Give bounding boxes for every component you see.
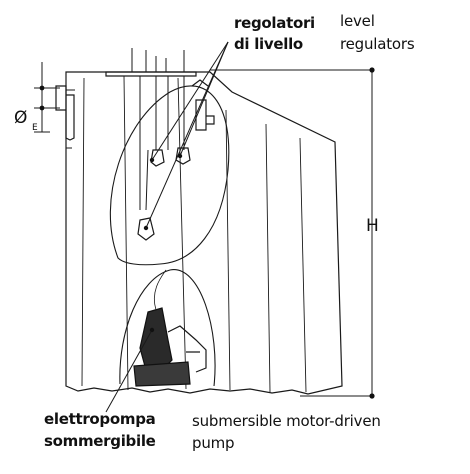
leader-dot-regulators-3 bbox=[143, 225, 149, 231]
leader-dot-regulators-2 bbox=[177, 153, 183, 159]
tank-lid bbox=[105, 71, 197, 77]
pump-view-window bbox=[119, 269, 216, 387]
float-rods bbox=[131, 48, 185, 211]
label-pump-en-1: submersible motor-driven bbox=[192, 412, 381, 430]
diameter-subscript: E bbox=[32, 123, 38, 133]
tank-ribs bbox=[66, 75, 307, 393]
leader-dot-regulators-1 bbox=[149, 157, 155, 163]
height-dimension-line bbox=[210, 69, 373, 397]
height-dot-top bbox=[369, 67, 375, 73]
label-regulators-it-2: di livello bbox=[234, 35, 303, 53]
height-label: H bbox=[366, 216, 379, 236]
leader-pump bbox=[105, 329, 153, 413]
pump-base bbox=[133, 361, 191, 387]
label-pump-it-1: elettropompa bbox=[44, 410, 156, 428]
regulators-view-window bbox=[109, 85, 230, 266]
label-regulators-en-1: level bbox=[340, 12, 375, 30]
discharge-pipe bbox=[191, 79, 215, 131]
pump-discharge bbox=[167, 325, 207, 373]
label-pump-en-2: pump bbox=[192, 434, 235, 452]
diameter-dot-top bbox=[39, 85, 45, 91]
leader-regulators-3 bbox=[145, 41, 229, 229]
pump-body bbox=[139, 307, 173, 373]
label-regulators-en-2: regulators bbox=[340, 35, 415, 53]
label-pump-it-2: sommergibile bbox=[44, 432, 156, 450]
inlet-fitting bbox=[55, 85, 75, 141]
diameter-dimension-lines bbox=[34, 62, 60, 133]
height-dot-bottom bbox=[369, 393, 375, 399]
leader-regulators-1 bbox=[151, 41, 229, 161]
tank-body-outline bbox=[65, 71, 343, 395]
float-switch-3 bbox=[137, 217, 155, 241]
diameter-dot-bottom bbox=[39, 105, 45, 111]
diameter-label: Ø bbox=[14, 108, 28, 128]
label-regulators-it-1: regolatori bbox=[234, 14, 315, 32]
leader-dot-pump bbox=[149, 327, 155, 333]
pump-cable bbox=[154, 269, 167, 311]
